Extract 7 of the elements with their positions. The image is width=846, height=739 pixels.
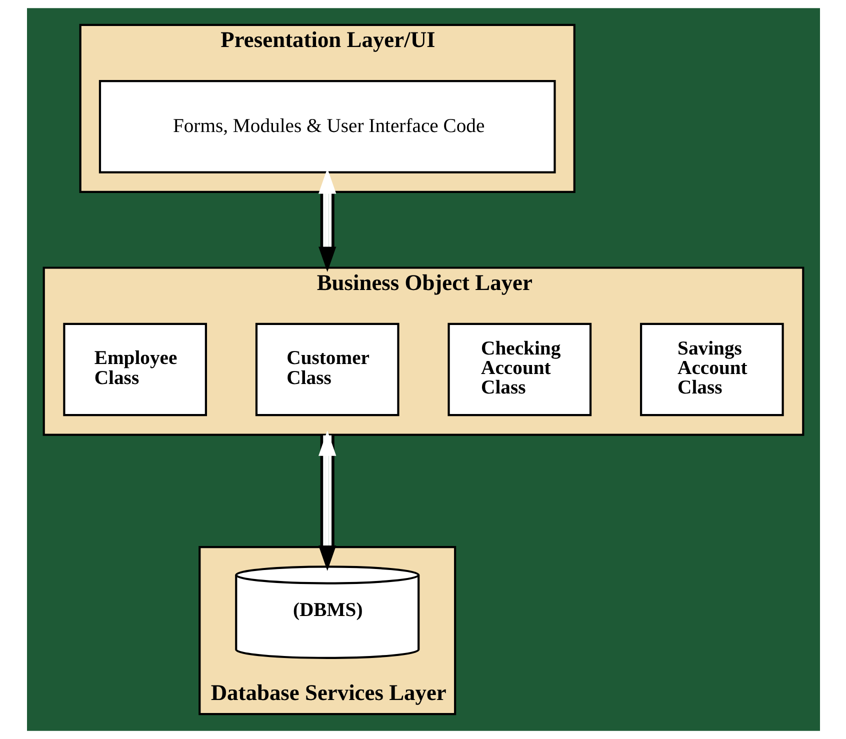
node-box: Employee Class [62,322,206,416]
node-box: Customer Class [254,322,399,416]
node-box: Checking Account Class [447,322,592,416]
node-box: Savings Account Class [640,322,784,416]
arrow [318,168,336,272]
node-box: Forms, Modules & User Interface Code [98,80,556,174]
arrow [318,430,336,571]
